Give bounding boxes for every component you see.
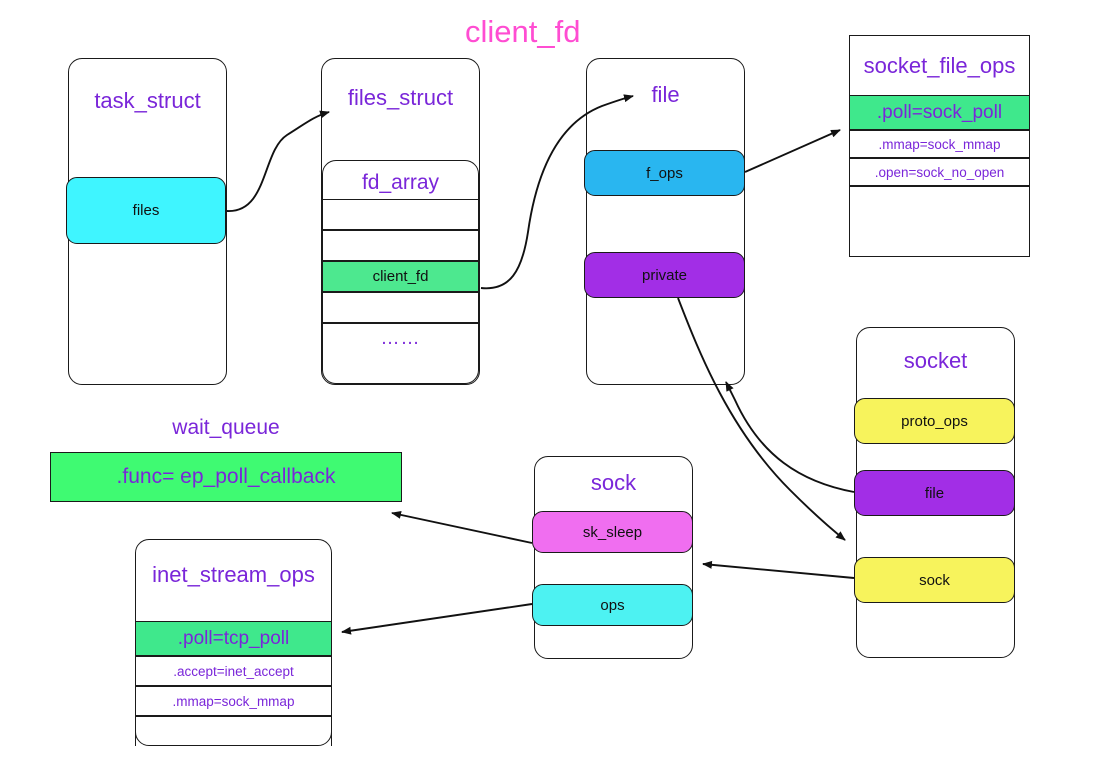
field-ops-label: ops <box>600 596 625 614</box>
edge-ops-to-inet-stream-ops <box>341 603 533 635</box>
files-struct-header: files_struct <box>347 85 454 110</box>
inet-stream-ops-row-accept-label: .accept=inet_accept <box>173 663 294 679</box>
field-private-label: private <box>641 266 688 284</box>
file-box: file <box>586 58 745 385</box>
socket-file-ops-row-poll[interactable]: .poll=sock_poll <box>849 95 1030 130</box>
fd-array-row-1[interactable] <box>322 230 479 261</box>
field-proto-ops[interactable]: proto_ops <box>854 398 1015 444</box>
socket-file-ops-box: socket_file_ops <box>849 35 1030 257</box>
fd-array-row-ellipsis-label: …… <box>380 328 421 349</box>
edge-socket-file-to-file <box>725 381 855 493</box>
wait-queue-caption: wait_queue <box>172 416 280 439</box>
edge-files-to-files-struct <box>226 110 330 212</box>
socket-file-ops-row-mmap[interactable]: .mmap=sock_mmap <box>849 130 1030 158</box>
fd-array-row-ellipsis: …… <box>322 323 479 354</box>
sock-header: sock <box>590 470 637 495</box>
inet-stream-ops-header: inet_stream_ops <box>152 562 315 587</box>
field-socket-sock-label: sock <box>919 571 950 589</box>
inet-stream-ops-row-empty <box>135 716 332 746</box>
file-header: file <box>651 82 680 107</box>
inet-stream-ops-row-mmap-label: .mmap=sock_mmap <box>172 693 295 709</box>
field-f-ops[interactable]: f_ops <box>584 150 745 196</box>
field-ops[interactable]: ops <box>532 584 693 626</box>
field-socket-file-label: file <box>924 484 945 502</box>
inet-stream-ops-row-poll[interactable]: .poll=tcp_poll <box>135 621 332 656</box>
page-title: client_fd <box>465 14 581 49</box>
wait-queue-entry-label: .func= ep_poll_callback <box>116 465 336 488</box>
task-struct-header: task_struct <box>94 88 201 113</box>
socket-file-ops-row-open[interactable]: .open=sock_no_open <box>849 158 1030 186</box>
socket-file-ops-row-open-label: .open=sock_no_open <box>874 164 1005 180</box>
field-socket-file[interactable]: file <box>854 470 1015 516</box>
socket-file-ops-row-mmap-label: .mmap=sock_mmap <box>878 136 1001 152</box>
sock-box: sock <box>534 456 693 659</box>
fd-array-row-0[interactable] <box>322 199 479 230</box>
field-sk-sleep-label: sk_sleep <box>582 523 643 541</box>
field-socket-sock[interactable]: sock <box>854 557 1015 603</box>
edge-sk-sleep-to-wait-queue <box>391 510 533 544</box>
field-files[interactable]: files <box>66 177 226 244</box>
field-private[interactable]: private <box>584 252 745 298</box>
field-files-label: files <box>132 202 160 219</box>
socket-header: socket <box>903 348 968 373</box>
inet-stream-ops-row-poll-label: .poll=tcp_poll <box>177 627 290 649</box>
wait-queue-entry[interactable]: .func= ep_poll_callback <box>50 452 402 502</box>
socket-file-ops-row-empty <box>849 186 1030 228</box>
edge-socket-sock-to-sock <box>702 560 855 579</box>
field-f-ops-label: f_ops <box>646 164 683 182</box>
inet-stream-ops-row-accept[interactable]: .accept=inet_accept <box>135 656 332 686</box>
fd-array-row-client-fd-label: client_fd <box>372 268 429 285</box>
fd-array-header: fd_array <box>361 171 440 194</box>
edge-f-ops-to-socket-file-ops <box>744 129 841 173</box>
fd-array-row-client-fd[interactable]: client_fd <box>322 261 479 292</box>
socket-file-ops-row-poll-label: .poll=sock_poll <box>876 101 1003 123</box>
socket-file-ops-header: socket_file_ops <box>863 53 1016 78</box>
inet-stream-ops-row-mmap[interactable]: .mmap=sock_mmap <box>135 686 332 716</box>
fd-array-row-3[interactable] <box>322 292 479 323</box>
field-proto-ops-label: proto_ops <box>901 412 968 430</box>
field-sk-sleep[interactable]: sk_sleep <box>532 511 693 553</box>
